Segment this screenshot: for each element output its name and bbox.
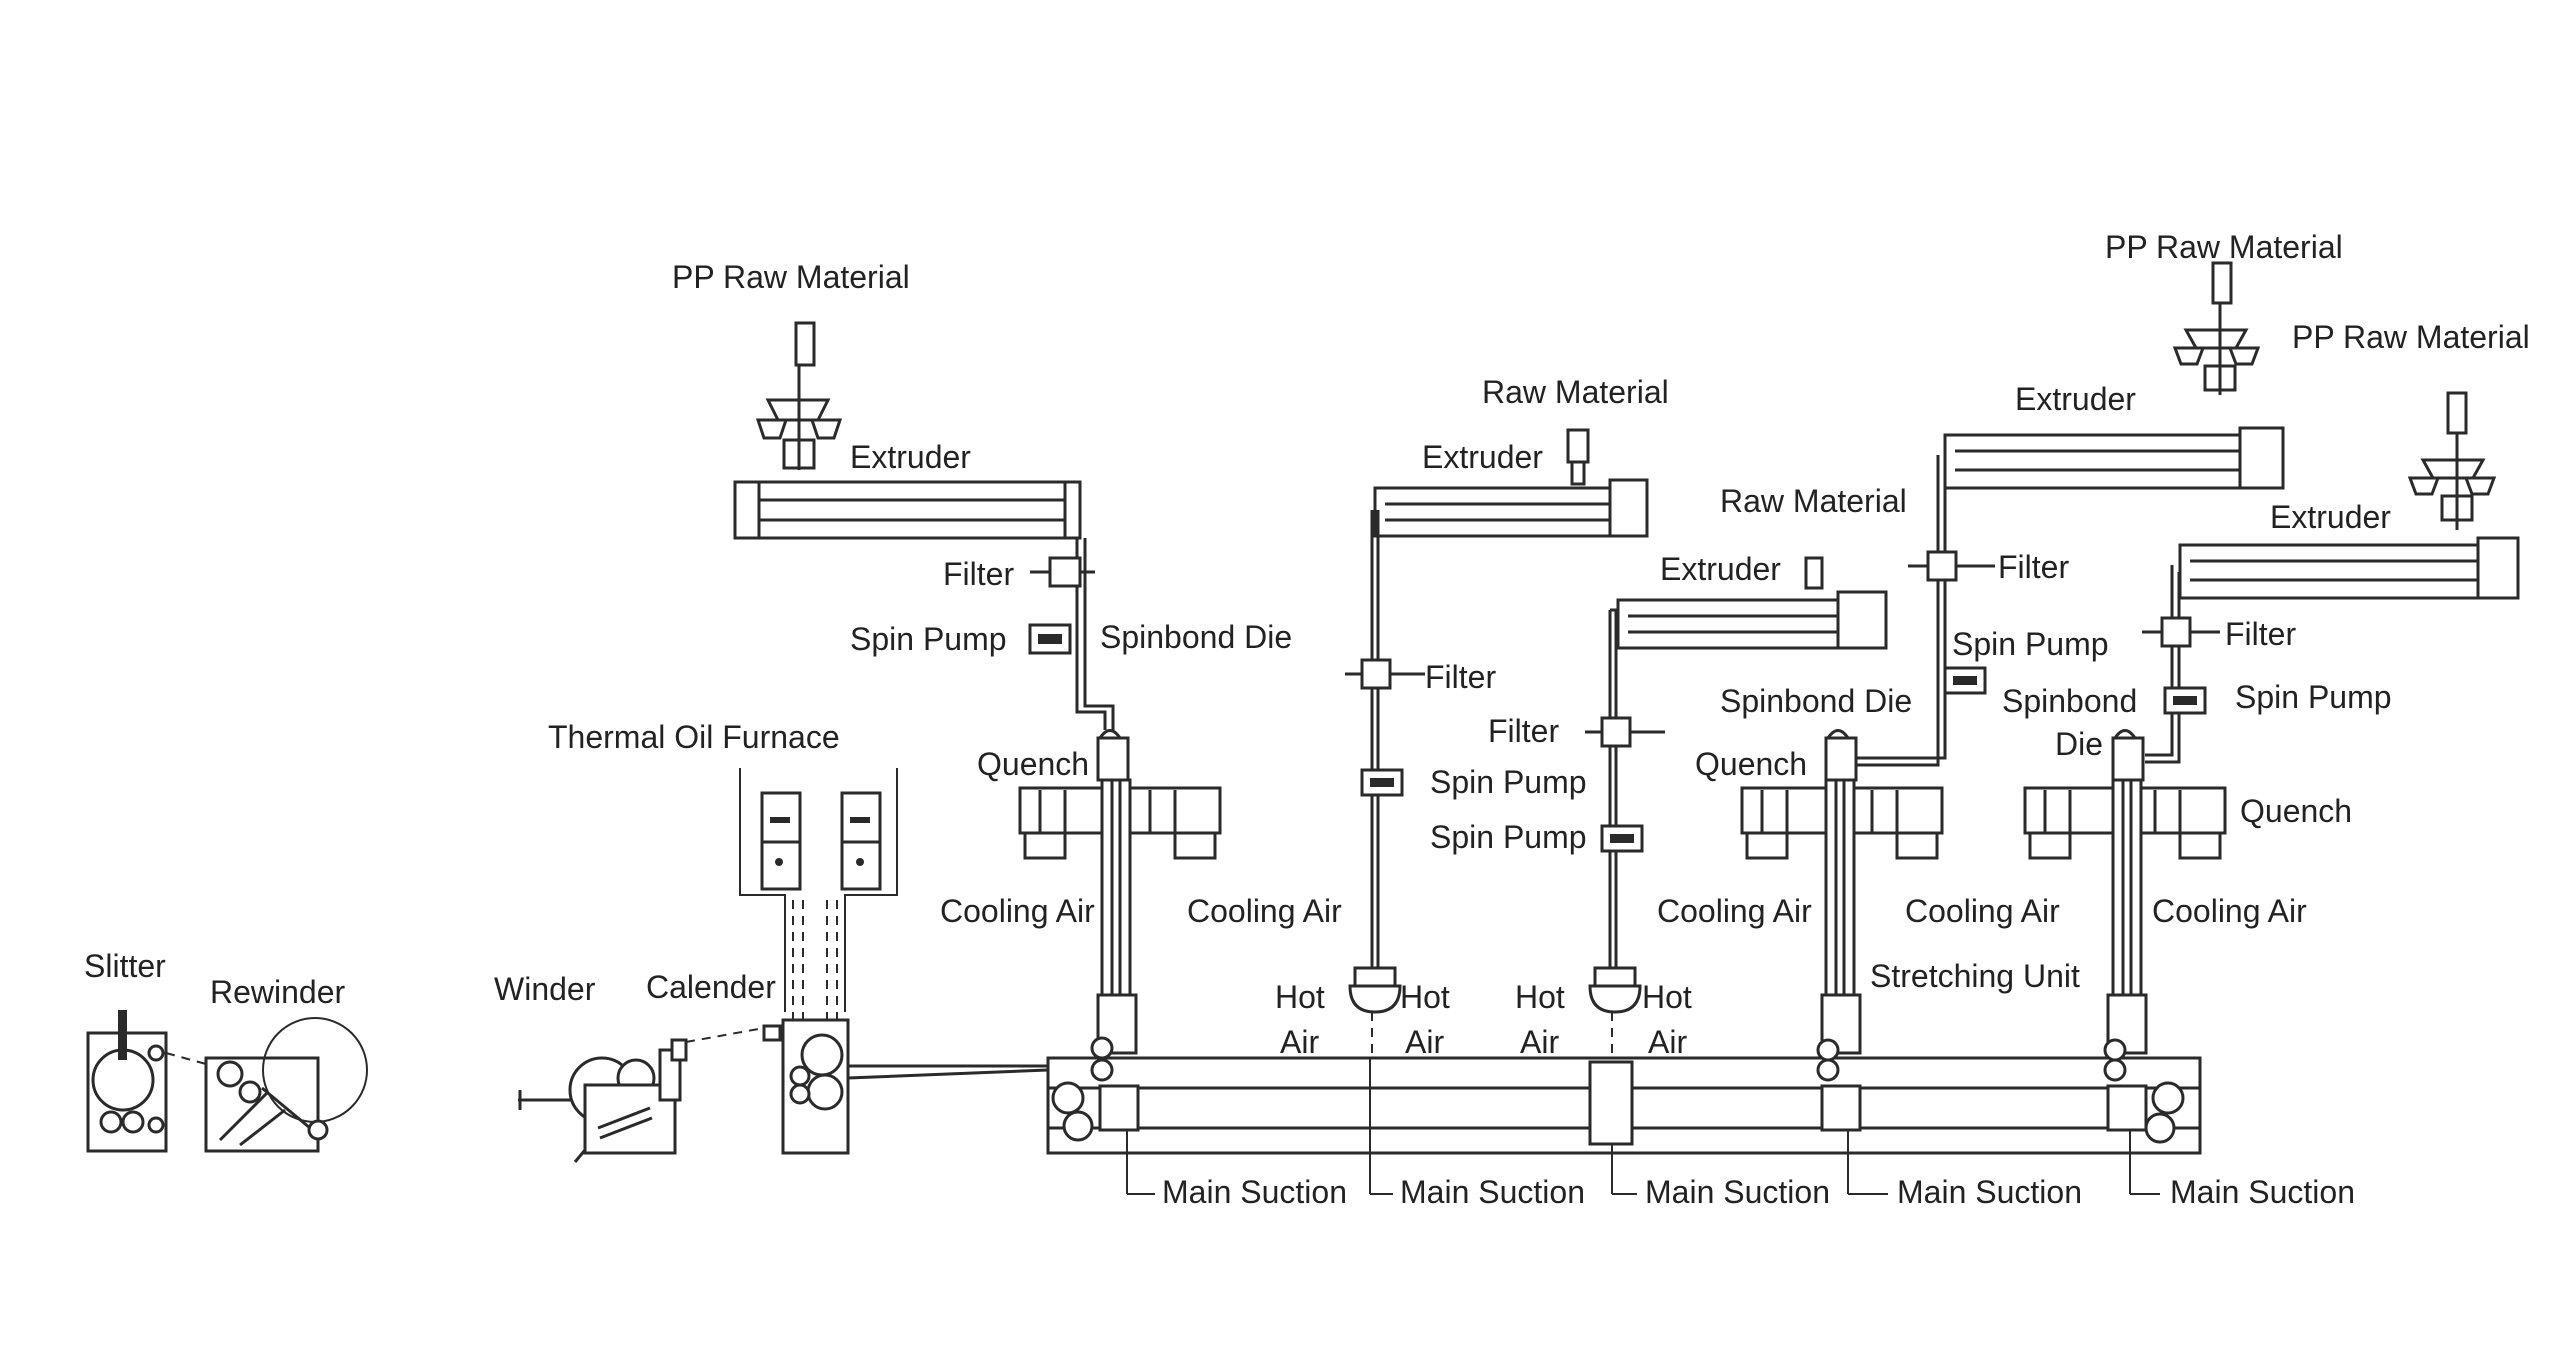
- extruder-label-a: Extruder: [1422, 439, 1543, 475]
- rewinder-label: Rewinder: [210, 974, 346, 1010]
- quench-label-3: Quench: [2240, 793, 2352, 829]
- filter-label-1: Filter: [943, 556, 1014, 592]
- quench-label-1: Quench: [977, 746, 1089, 782]
- spin-pump-label-a: Spin Pump: [1430, 764, 1587, 800]
- calender-machine: [685, 1018, 850, 1155]
- spin-pump-label-2: Spin Pump: [1952, 626, 2109, 662]
- hot-label-b1: Hot: [1515, 979, 1565, 1015]
- air-label-a1: Air: [1280, 1024, 1319, 1060]
- raw-material-label-b: Raw Material: [1720, 483, 1907, 519]
- meltblown-line-a: [1345, 428, 1649, 1183]
- winder-label: Winder: [494, 971, 596, 1007]
- extruder-label-b: Extruder: [1660, 551, 1781, 587]
- cooling-air-label-3: Cooling Air: [2152, 893, 2307, 929]
- hot-label-b2: Hot: [1642, 979, 1692, 1015]
- slitter-machine: [86, 1010, 168, 1153]
- main-suction-label-1: Main Suction: [1162, 1174, 1347, 1210]
- air-label-b2: Air: [1648, 1024, 1687, 1060]
- filter-label-3: Filter: [2225, 616, 2296, 652]
- spunbond-line-1: [733, 321, 1222, 1183]
- quench-label-2: Quench: [1695, 746, 1807, 782]
- filter-label-b: Filter: [1488, 713, 1559, 749]
- winder-machine: [518, 1038, 688, 1163]
- extruder-label-3: Extruder: [2270, 499, 2391, 535]
- pp-raw-material-label-2: PP Raw Material: [2105, 229, 2343, 265]
- spunbond-line-2: [1740, 261, 2285, 1183]
- main-suction-label-2: Main Suction: [1897, 1174, 2082, 1210]
- main-suction-label-b: Main Suction: [1645, 1174, 1830, 1210]
- extruder-label-2: Extruder: [2015, 381, 2136, 417]
- spunbond-line-3: [2023, 391, 2520, 1183]
- spinbond-die-label-2: Spinbond Die: [1720, 683, 1912, 719]
- hot-label-a1: Hot: [1275, 979, 1325, 1015]
- main-suction-label-3: Main Suction: [2170, 1174, 2355, 1210]
- filter-label-2: Filter: [1998, 549, 2069, 585]
- die-label-3: Die: [2055, 726, 2103, 762]
- forming-conveyor: [847, 1056, 2202, 1155]
- cooling-air-label-2b: Cooling Air: [1905, 893, 2060, 929]
- spinbond-die-label-1: Spinbond Die: [1100, 619, 1292, 655]
- raw-material-label-a: Raw Material: [1482, 374, 1669, 410]
- meltblown-line-b: [1585, 556, 1888, 1183]
- filter-label-a: Filter: [1425, 659, 1496, 695]
- pp-raw-material-label-1: PP Raw Material: [672, 259, 910, 295]
- spin-pump-label-3: Spin Pump: [2235, 679, 2392, 715]
- pp-raw-material-label-3: PP Raw Material: [2292, 319, 2530, 355]
- cooling-air-label-1a: Cooling Air: [940, 893, 1095, 929]
- rewinder-machine: [165, 1017, 368, 1153]
- hot-label-a2: Hot: [1400, 979, 1450, 1015]
- calender-label: Calender: [646, 969, 776, 1005]
- spin-pump-label-1: Spin Pump: [850, 621, 1007, 657]
- thermal-oil-furnace: [739, 768, 898, 1020]
- cooling-air-label-2a: Cooling Air: [1657, 893, 1812, 929]
- spin-pump-label-b: Spin Pump: [1430, 819, 1587, 855]
- air-label-b1: Air: [1520, 1024, 1559, 1060]
- thermal-oil-furnace-label: Thermal Oil Furnace: [548, 719, 840, 755]
- cooling-air-label-1b: Cooling Air: [1187, 893, 1342, 929]
- air-label-a2: Air: [1405, 1024, 1444, 1060]
- spinbond-label-3: Spinbond: [2002, 683, 2137, 719]
- main-suction-label-a: Main Suction: [1400, 1174, 1585, 1210]
- slitter-label: Slitter: [84, 948, 166, 984]
- extruder-label-1: Extruder: [850, 439, 971, 475]
- stretching-unit-label: Stretching Unit: [1870, 958, 2080, 994]
